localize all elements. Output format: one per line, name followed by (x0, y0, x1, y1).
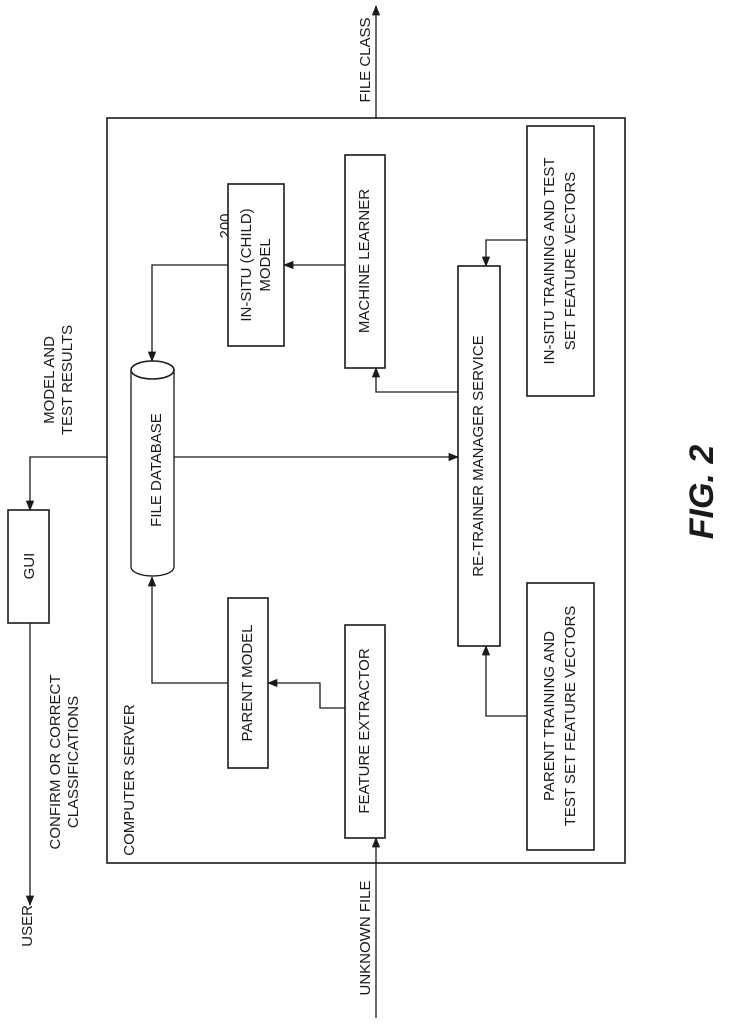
retrainer-service-label: RE-TRAINER MANAGER SERVICE (470, 335, 487, 576)
unknown-file-label: UNKNOWN FILE (357, 880, 374, 995)
model-results-label-line2: TEST RESULTS (59, 325, 76, 435)
user-label: USER (19, 905, 36, 947)
feature-extractor-label: FEATURE EXTRACTOR (356, 648, 373, 813)
parent-vectors-box (527, 583, 594, 850)
gui-to-database-connector (30, 457, 107, 510)
in-situ-model-label-line2: MODEL (257, 238, 274, 291)
figure-label: FIG. 2 (683, 445, 721, 540)
in-situ-model-label-line1: IN-SITU (CHILD) (238, 208, 255, 321)
file-class-label: FILE CLASS (357, 17, 374, 102)
file-database-label: FILE DATABASE (148, 413, 165, 527)
computer-server-title: COMPUTER SERVER (121, 704, 138, 856)
parent-vectors-label-line1: PARENT TRAINING AND (541, 631, 558, 801)
parent-model-label: PARENT MODEL (239, 625, 256, 742)
insitu-vectors-label-line2: SET FEATURE VECTORS (562, 172, 579, 350)
insitu-vectors-label-line1: IN-SITU TRAINING AND TEST (541, 158, 558, 365)
insitu-vectors-box (527, 126, 594, 396)
gui-label: GUI (21, 553, 38, 580)
parent-vectors-label-line2: TEST SET FEATURE VECTORS (562, 606, 579, 827)
confirm-label-line2: CLASSIFICATIONS (65, 696, 82, 828)
model-results-label-line1: MODEL AND (41, 336, 58, 424)
confirm-label-line1: CONFIRM OR CORRECT (47, 675, 64, 850)
machine-learner-label: MACHINE LEARNER (356, 189, 373, 333)
